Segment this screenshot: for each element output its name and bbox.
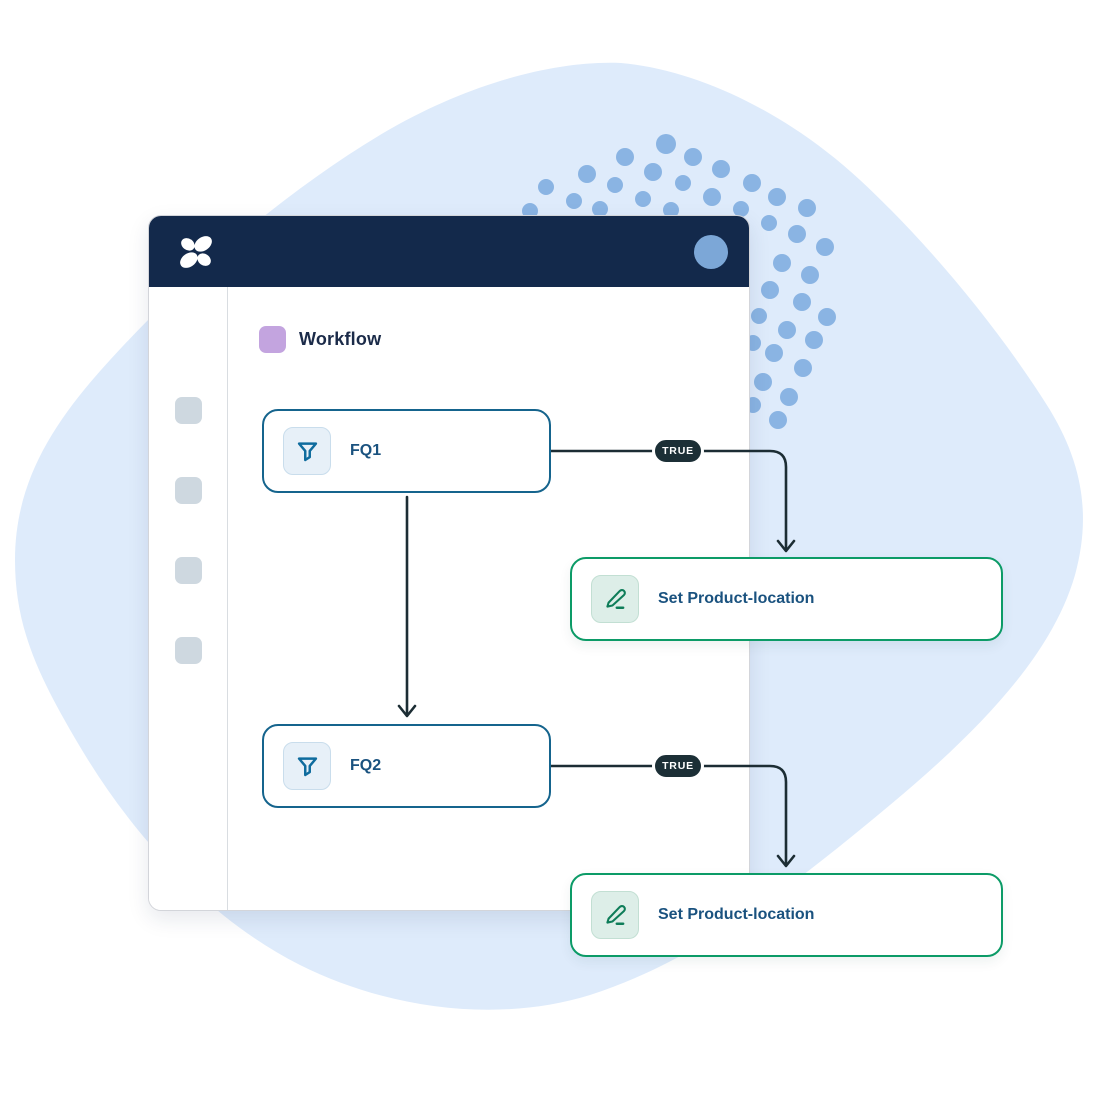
dot	[801, 266, 819, 284]
sidebar-item-placeholder[interactable]	[175, 397, 202, 424]
dot	[794, 359, 812, 377]
dot	[788, 225, 806, 243]
node-fq1[interactable]: FQ1	[262, 409, 551, 493]
dot	[754, 373, 772, 391]
dot	[765, 344, 783, 362]
dot	[733, 201, 749, 217]
dot	[592, 201, 608, 217]
filter-icon	[283, 427, 331, 475]
dot	[768, 188, 786, 206]
dot	[751, 308, 767, 324]
workflow-title-row: Workflow	[259, 326, 381, 353]
dots-pattern	[522, 134, 836, 429]
dot	[780, 388, 798, 406]
dot	[805, 331, 823, 349]
pen-line-icon	[591, 575, 639, 623]
node-set-product-location-2[interactable]: Set Product-location	[570, 873, 1003, 957]
dot	[607, 177, 623, 193]
dot	[773, 254, 791, 272]
dot	[818, 308, 836, 326]
node-fq2[interactable]: FQ2	[262, 724, 551, 808]
dot	[816, 238, 834, 256]
dot	[743, 174, 761, 192]
app-header	[149, 216, 749, 287]
dot	[675, 175, 691, 191]
dot	[793, 293, 811, 311]
edge-label-true-1: TRUE	[652, 437, 704, 465]
dot	[778, 321, 796, 339]
filter-icon	[283, 742, 331, 790]
dot	[538, 179, 554, 195]
node-label: Set Product-location	[658, 590, 815, 607]
dot	[656, 134, 676, 154]
dot	[616, 148, 634, 166]
user-avatar[interactable]	[694, 234, 728, 269]
dot	[798, 199, 816, 217]
dot	[663, 202, 679, 218]
dot	[684, 148, 702, 166]
butterfly-logo	[180, 235, 212, 268]
dot	[769, 411, 787, 429]
dot	[566, 193, 582, 209]
sidebar	[149, 287, 228, 910]
dot	[635, 191, 651, 207]
dot	[644, 163, 662, 181]
dot	[761, 281, 779, 299]
sidebar-item-placeholder[interactable]	[175, 637, 202, 664]
dot	[761, 215, 777, 231]
dot	[578, 165, 596, 183]
node-label: FQ1	[350, 442, 382, 459]
node-set-product-location-1[interactable]: Set Product-location	[570, 557, 1003, 641]
dot	[712, 160, 730, 178]
workflow-icon	[259, 326, 286, 353]
edge-label-true-2: TRUE	[652, 752, 704, 780]
dot	[703, 188, 721, 206]
pen-line-icon	[591, 891, 639, 939]
sidebar-item-placeholder[interactable]	[175, 557, 202, 584]
page-title: Workflow	[299, 329, 382, 349]
node-label: Set Product-location	[658, 906, 815, 923]
node-label: FQ2	[350, 757, 382, 774]
sidebar-item-placeholder[interactable]	[175, 477, 202, 504]
